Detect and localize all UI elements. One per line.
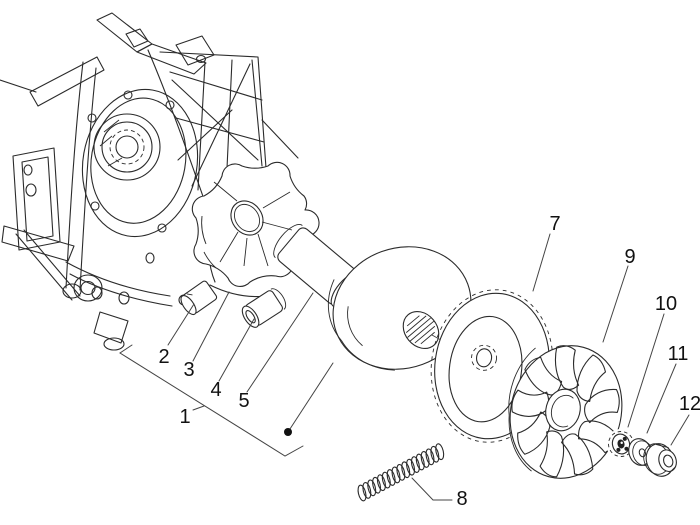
reference-dot [284,428,292,436]
callout-label-7: 7 [549,213,561,235]
pulley-spline-hub [396,304,446,355]
leader-2 [168,304,194,345]
callout-label-2: 2 [158,346,170,368]
leader-12 [671,415,689,445]
leader-lines [120,234,689,500]
callout-label-1: 1 [179,406,191,428]
callout-label-11: 11 [667,343,689,365]
leader-4 [219,319,254,381]
small-bush [239,286,289,330]
leader-bracket-1 [120,345,303,456]
leader-8 [412,478,452,500]
callout-label-3: 3 [183,359,195,381]
leader-11 [647,364,676,433]
variator-half-pulley [314,228,488,389]
leader-3 [193,292,229,361]
callout-label-8: 8 [456,488,468,510]
roller-pin [178,280,218,317]
leader-7 [533,234,550,291]
leader-1 [193,406,204,410]
callout-label-9: 9 [624,246,636,268]
flanged-nut [640,439,680,481]
leader-10 [628,314,664,427]
fan-wheel-pulley [492,332,637,491]
callout-label-10: 10 [654,293,678,315]
gear-spline-hole [470,344,498,372]
leader-9 [603,266,628,342]
callout-label-5: 5 [238,390,250,412]
leader-5 [247,293,313,392]
callout-label-12: 12 [678,393,700,415]
spring [353,441,449,503]
callout-label-4: 4 [210,379,222,401]
leader-dot [288,363,333,432]
